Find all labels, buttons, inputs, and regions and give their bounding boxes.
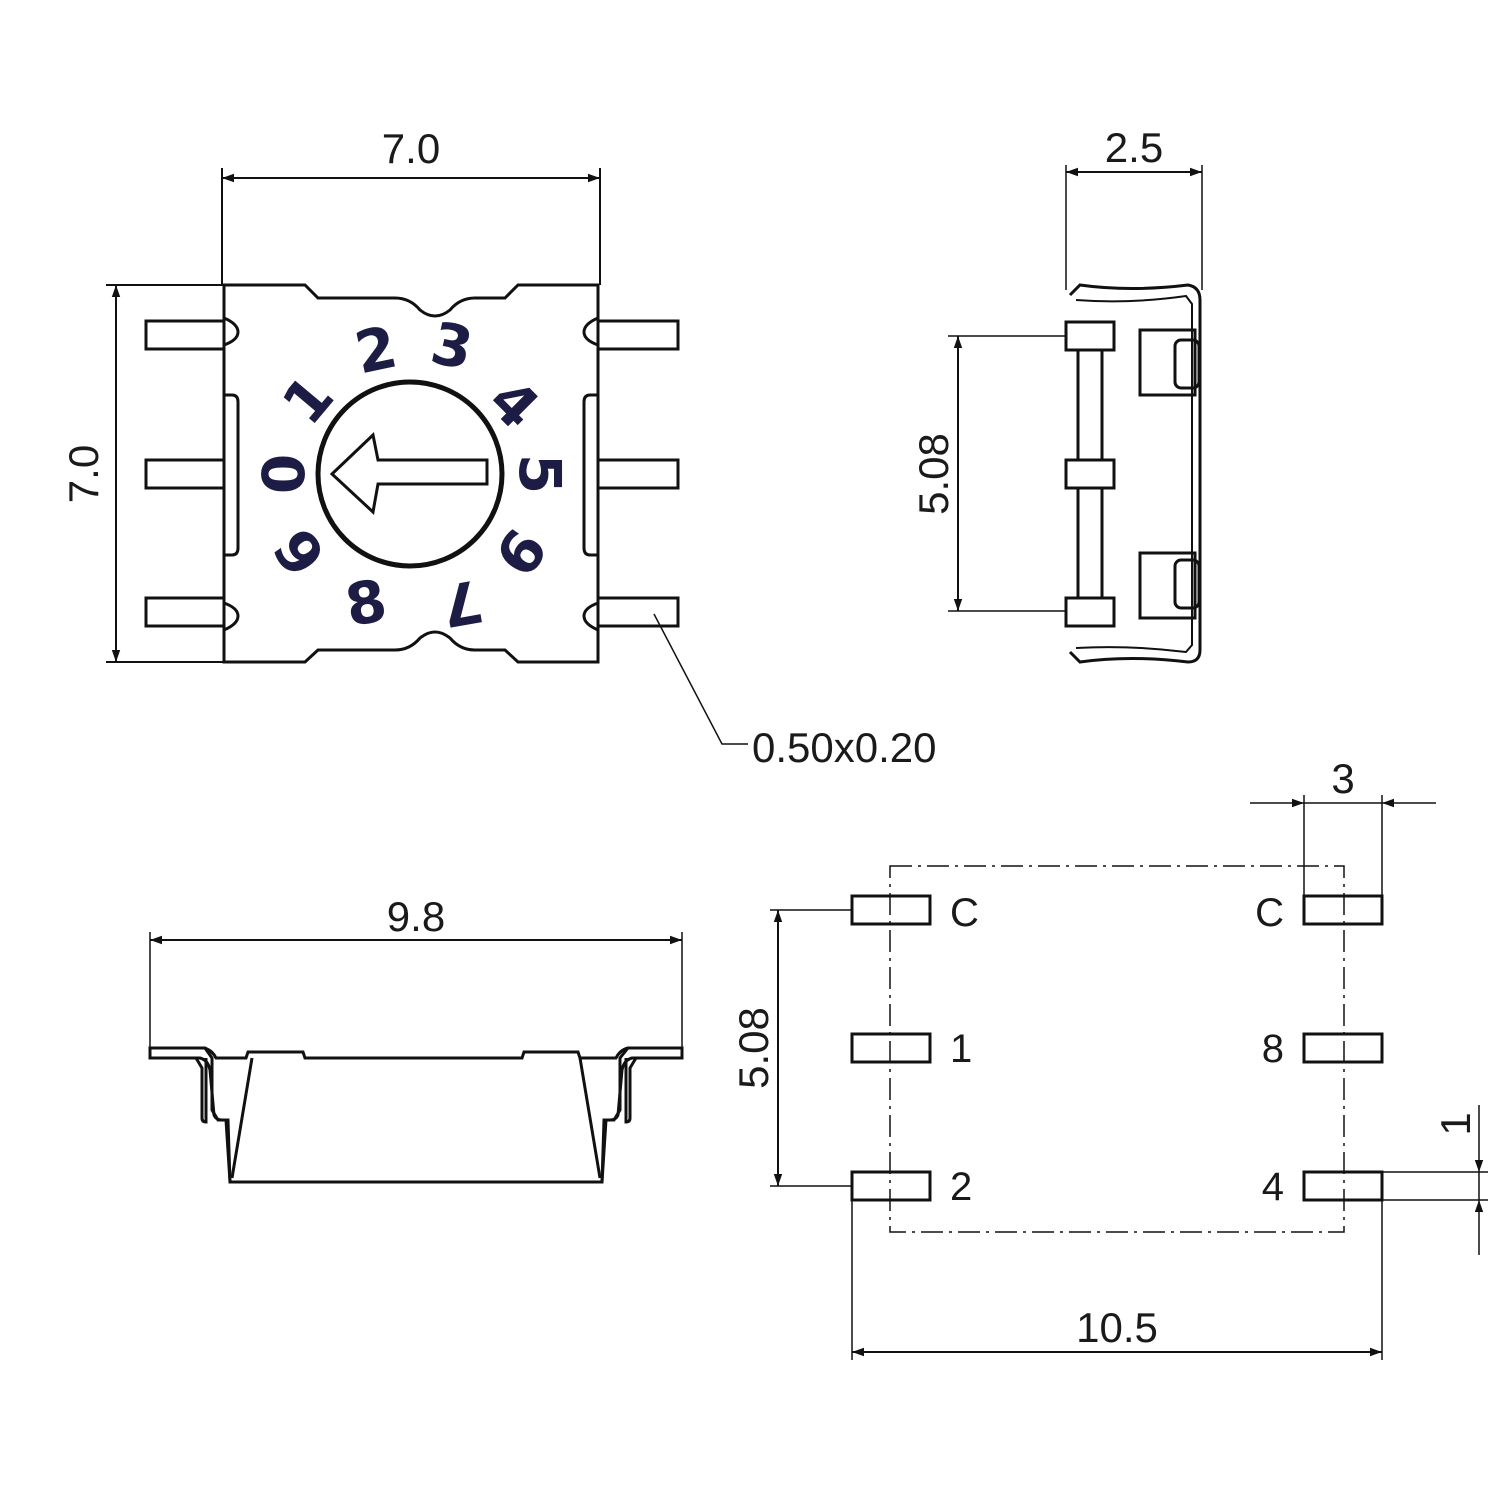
pin-label-left-c: C — [950, 891, 979, 935]
dial-digit-7: 7 — [436, 566, 488, 640]
footprint-pad-width-dimension: 1 — [1432, 1112, 1479, 1135]
footprint-pad-length-dimension: 3 — [1331, 755, 1354, 802]
dial-digit-8: 8 — [340, 566, 392, 640]
front-width-dimension: 9.8 — [387, 893, 445, 940]
footprint-pads-right — [1302, 894, 1384, 1202]
top-view: 0 1 2 3 4 5 9 7 8 6 7.0 7.0 0.50x0.20 — [60, 125, 937, 771]
pin-label-right-4: 4 — [1262, 1165, 1284, 1209]
side-view: 2.5 5.08 — [910, 124, 1203, 664]
front-view: 9.8 — [148, 893, 684, 1184]
switch-body-outline — [222, 283, 600, 664]
side-width-dimension: 2.5 — [1105, 124, 1163, 171]
pin-label-right-c: C — [1255, 891, 1284, 935]
top-width-dimension: 7.0 — [382, 125, 440, 172]
dial-digit-5: 5 — [506, 454, 574, 494]
right-leads — [596, 319, 680, 628]
footprint-outline — [889, 865, 1345, 1233]
top-height-dimension: 7.0 — [60, 445, 107, 503]
dial-digit-0: 0 — [250, 454, 318, 494]
dial-digit-4: 4 — [476, 366, 553, 443]
pin-label-left-1: 1 — [950, 1027, 972, 1071]
pin-label-right-8: 8 — [1262, 1027, 1284, 1071]
dial-digit-3: 3 — [425, 309, 479, 384]
dial-digit-6: 6 — [261, 516, 340, 588]
footprint-overall-width-dimension: 10.5 — [1076, 1304, 1158, 1351]
left-leads — [144, 319, 226, 628]
footprint-view: C 1 2 C 8 4 5.08 10.5 3 1 — [730, 755, 1488, 1360]
footprint-pitch-dimension: 5.08 — [730, 1007, 777, 1089]
lead-size-callout: 0.50x0.20 — [752, 724, 937, 771]
rotary-dial — [315, 379, 505, 569]
dial-digit-1: 1 — [269, 363, 347, 438]
footprint-pads-left — [850, 894, 932, 1202]
side-pitch-dimension: 5.08 — [910, 433, 957, 515]
dial-digit-2: 2 — [349, 313, 403, 388]
dial-arrow-icon — [329, 432, 489, 515]
pin-label-left-2: 2 — [950, 1165, 972, 1209]
dial-digit-9: 9 — [481, 516, 560, 588]
